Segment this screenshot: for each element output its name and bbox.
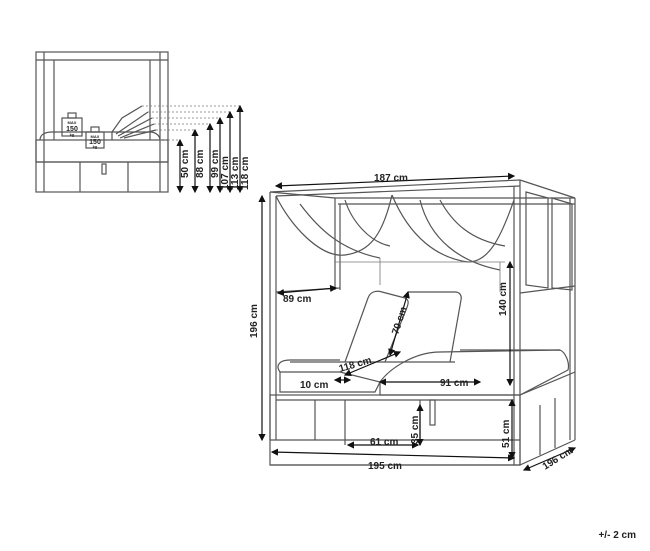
height-113-label: 113 cm <box>230 157 241 190</box>
weight-badge-2-value: 150 <box>89 139 101 146</box>
armrest-label: 10 cm <box>300 380 328 391</box>
height-118-label: 118 cm <box>240 157 251 190</box>
base-height-label: 51 cm <box>501 420 512 448</box>
height-50-label: 50 cm <box>180 150 191 178</box>
height-99-label: 99 cm <box>210 150 221 178</box>
height-dimension-lines <box>176 104 244 194</box>
under-width-label: 61 cm <box>370 437 398 448</box>
main-dimension-lines <box>258 172 577 471</box>
height-total-label: 196 cm <box>249 304 260 338</box>
width-top-label: 187 cm <box>374 173 408 184</box>
weight-badge-1: MAX 150 kg <box>61 112 83 137</box>
depth-label: 196 cm <box>541 445 576 472</box>
tolerance-note: +/- 2 cm <box>598 530 636 541</box>
height-107-label: 107 cm <box>220 156 231 190</box>
weight-badge-2: MAX 150 kg <box>85 126 105 149</box>
weight-badge-1-unit: kg <box>70 132 75 137</box>
main-view-drawing <box>269 179 576 466</box>
lounger-length-label: 118 cm <box>338 355 373 375</box>
backrest-label: 70 cm <box>390 305 409 335</box>
width-bottom-label: 195 cm <box>368 461 402 472</box>
weight-badge-2-unit: kg <box>93 144 98 149</box>
weight-badge-2-max: MAX <box>91 134 100 139</box>
seat-width-label: 91 cm <box>440 378 468 389</box>
height-88-label: 88 cm <box>195 150 206 178</box>
weight-badge-1-max: MAX <box>68 120 77 125</box>
inner-height-label: 140 cm <box>498 282 509 316</box>
weight-badge-1-value: 150 <box>66 126 78 133</box>
canopy-depth-label: 89 cm <box>283 294 311 305</box>
under-height-label: 35 cm <box>410 416 421 444</box>
